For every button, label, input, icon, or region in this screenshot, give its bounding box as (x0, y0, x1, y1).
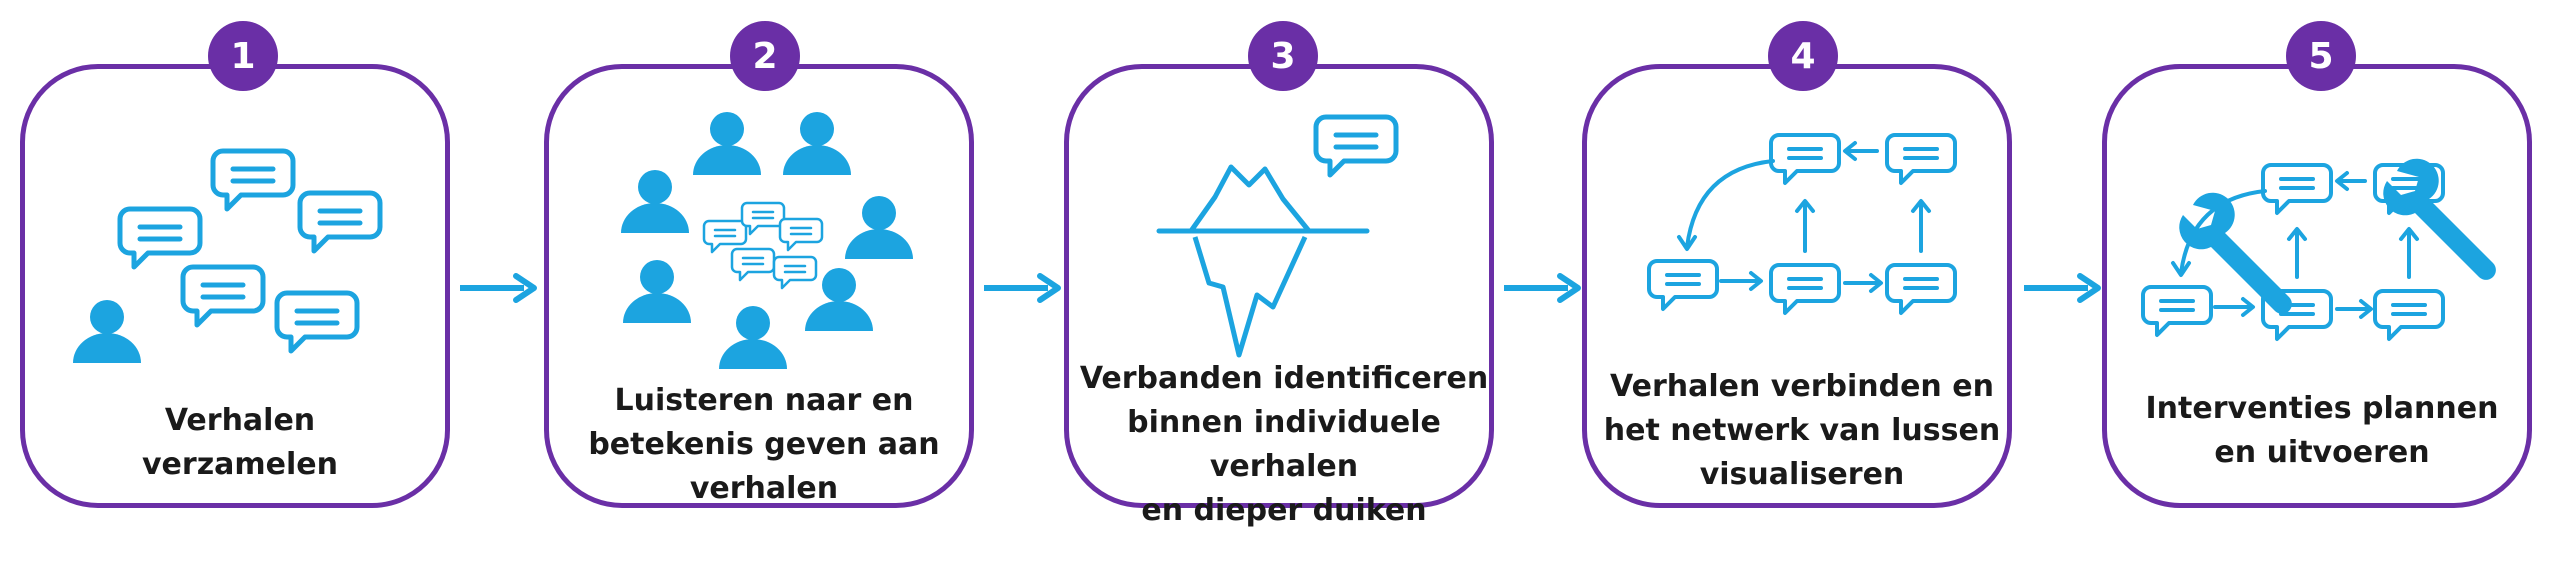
step-number: 2 (752, 35, 778, 77)
step-label-line: Interventies plannen (2145, 391, 2499, 426)
step-label-line: verhalen (689, 471, 839, 506)
step-label-line: Verhalen (164, 403, 316, 438)
step-number: 1 (230, 35, 256, 77)
step-label-line: verzamelen (142, 447, 338, 482)
speech-bubbles-person-icon (73, 69, 445, 363)
step-label-line: Luisteren naar en (614, 383, 914, 418)
iceberg-icon (1156, 69, 1489, 358)
step-card-2: Luisteren naar en betekenis geven aan ve… (544, 64, 974, 508)
step-number: 5 (2308, 35, 2334, 77)
step-card-5: Interventies plannen en uitvoeren (2102, 64, 2532, 508)
step-label-5: Interventies plannen en uitvoeren (2107, 387, 2537, 475)
flow-arrow-1 (460, 273, 537, 303)
step-badge-2: 2 (730, 21, 800, 91)
flow-arrow-2 (984, 273, 1061, 303)
step-label-line: binnen individuele verhalen (1127, 405, 1441, 484)
step-badge-3: 3 (1248, 21, 1318, 91)
step-label-4: Verhalen verbinden en het netwerk van lu… (1587, 365, 2017, 497)
step-label-1: Verhalen verzamelen (25, 399, 455, 487)
story-network-icon (1647, 133, 1957, 315)
flow-arrow-4 (2024, 273, 2101, 303)
step-number: 3 (1270, 35, 1296, 77)
step-label-2: Luisteren naar en betekenis geven aan ve… (549, 379, 979, 511)
step-card-1: Verhalen verzamelen (20, 64, 450, 508)
step-label-3: Verbanden identificeren binnen individue… (1069, 357, 1499, 533)
flow-arrow-3 (1504, 273, 1581, 303)
people-listening-icon (621, 112, 913, 369)
step-label-line: Verhalen verbinden en (1610, 369, 1994, 404)
step-label-line: het netwerk van lussen (1603, 413, 2001, 448)
step-card-4: Verhalen verbinden en het netwerk van lu… (1582, 64, 2012, 508)
step-label-line: visualiseren (1699, 457, 1905, 492)
step-label-line: betekenis geven aan (588, 427, 940, 462)
step-badge-4: 4 (1768, 21, 1838, 91)
wrench-network-icon (2141, 158, 2496, 341)
step-label-line: en uitvoeren (2214, 435, 2430, 470)
step-label-line: Verbanden identificeren (1079, 361, 1489, 396)
step-number: 4 (1790, 35, 1816, 77)
step-badge-1: 1 (208, 21, 278, 91)
step-label-line: en dieper duiken (1141, 493, 1427, 528)
step-badge-5: 5 (2286, 21, 2356, 91)
step-card-3: Verbanden identificeren binnen individue… (1064, 64, 1494, 528)
